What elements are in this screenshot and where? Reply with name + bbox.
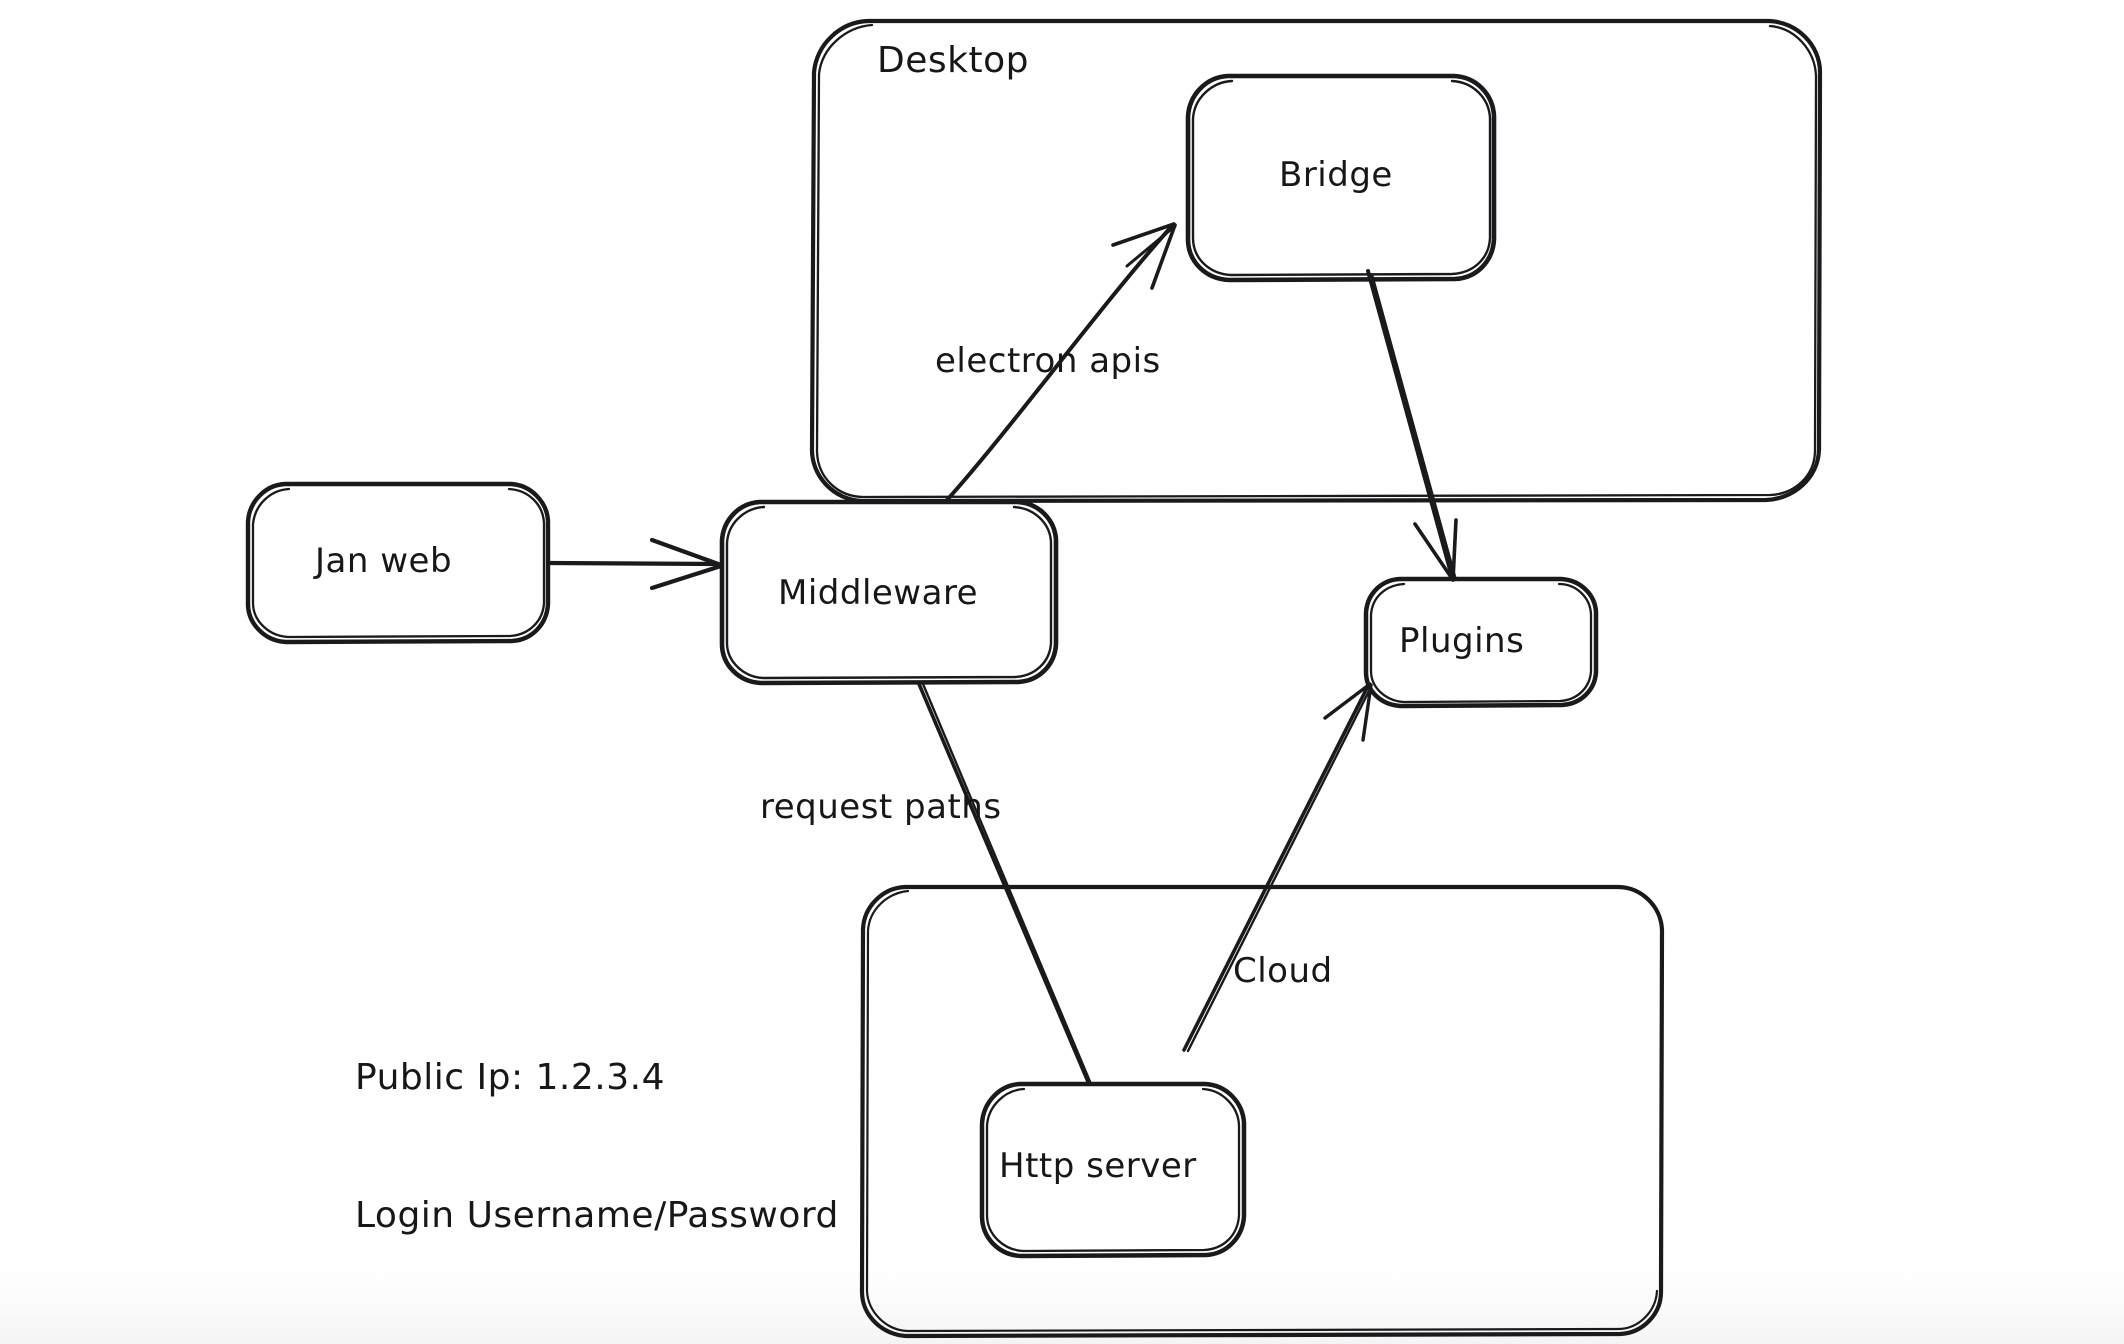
edge-label-electron-apis: electron apis [935, 341, 1161, 381]
node-http-server[interactable] [982, 1083, 1244, 1257]
node-plugins[interactable] [1366, 578, 1596, 706]
note-line-public-ip: Public Ip: 1.2.3.4 [355, 1057, 665, 1099]
group-label-desktop: Desktop [877, 40, 1029, 81]
edge-label-cloud: Cloud [1233, 951, 1333, 991]
node-middleware[interactable] [722, 501, 1056, 683]
node-jan-web-outline [245, 481, 551, 645]
node-label-http-server: Http server [999, 1146, 1197, 1186]
node-bridge[interactable] [1188, 75, 1494, 280]
group-cloud-outline [859, 884, 1665, 1339]
edge-middleware-to-bridge [945, 222, 1177, 502]
node-http-server-outline [979, 1081, 1247, 1259]
edge-http-server-to-plugins [1182, 682, 1373, 1053]
node-jan-web[interactable] [248, 483, 548, 643]
node-label-bridge: Bridge [1279, 155, 1393, 195]
node-middleware-outline [719, 499, 1059, 686]
note-public-ip: Public Ip: 1.2.3.4 Login Username/Passwo… [355, 963, 839, 1332]
group-desktop-outline [809, 18, 1823, 504]
note-line-login: Login Username/Password [355, 1195, 839, 1237]
node-label-jan-web: Jan web [315, 541, 453, 581]
node-label-middleware: Middleware [778, 573, 979, 613]
node-label-plugins: Plugins [1399, 621, 1525, 661]
edge-middleware-to-http-server [917, 682, 1093, 1086]
node-plugins-outline [1363, 576, 1599, 709]
edge-bridge-to-plugins [1366, 269, 1458, 582]
node-bridge-outline [1185, 73, 1497, 283]
edge-janweb-to-middleware [546, 537, 724, 591]
edge-label-request-paths: request paths [760, 787, 1002, 827]
